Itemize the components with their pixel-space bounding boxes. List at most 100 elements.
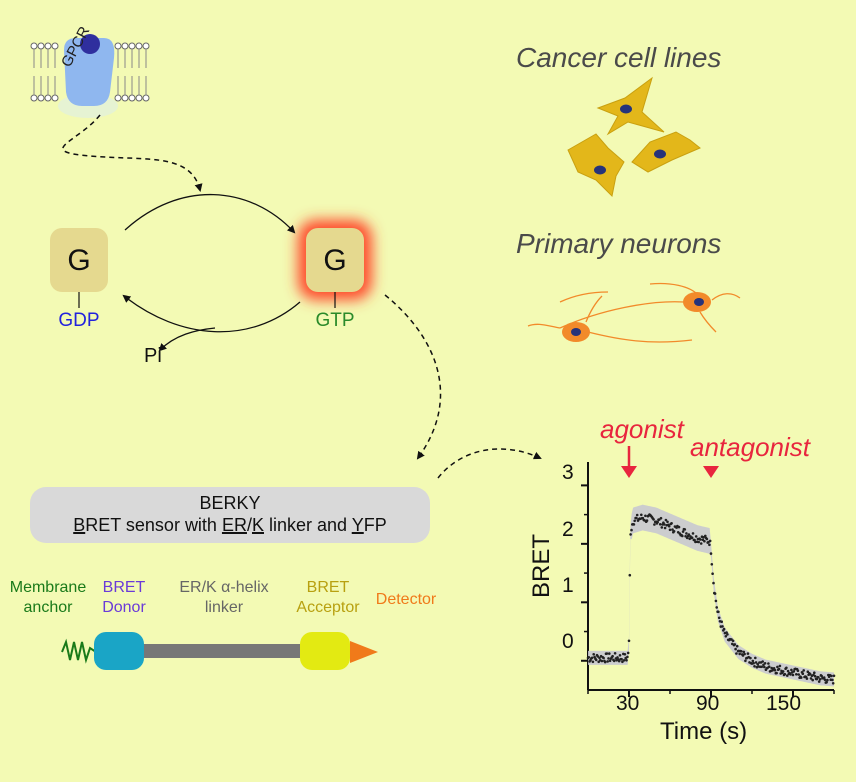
detector-label: Detector (375, 591, 437, 608)
bret-donor-shape (94, 632, 144, 670)
data-point (754, 661, 758, 664)
cancer-cell-icon (631, 131, 701, 173)
data-point (796, 669, 800, 672)
primary-neurons-title: Primary neurons (516, 228, 722, 259)
data-point (767, 662, 770, 665)
activation-arrow (124, 193, 296, 234)
data-point (623, 653, 627, 656)
data-point (775, 671, 778, 675)
data-point (826, 678, 829, 682)
gpcr-icon (64, 38, 115, 106)
data-point (756, 663, 759, 666)
data-point (616, 656, 619, 659)
data-point (608, 652, 611, 655)
data-point (709, 552, 713, 555)
data-point (635, 516, 638, 520)
data-point (790, 668, 793, 672)
data-point (792, 670, 796, 673)
membrane-anchor-icon (61, 638, 97, 664)
data-point (681, 530, 685, 533)
data-point (653, 523, 656, 526)
data-point (703, 539, 706, 543)
data-point (832, 674, 836, 678)
pi-release-arrow (158, 327, 216, 352)
data-point (658, 523, 662, 526)
x-tick-label: 30 (616, 692, 640, 715)
data-point (600, 659, 604, 663)
berky-title: BERKY (199, 493, 261, 513)
cancer-cell-lines-title: Cancer cell lines (516, 42, 722, 73)
gtp-label: GTP (315, 310, 355, 331)
y-tick-label: 1 (562, 574, 574, 597)
data-point (672, 530, 676, 533)
data-point (708, 543, 711, 547)
data-point (712, 581, 715, 585)
data-point (704, 534, 707, 538)
data-point (749, 656, 752, 660)
data-point (708, 539, 712, 543)
data-point (778, 664, 782, 668)
data-point (791, 673, 795, 677)
data-point (722, 627, 726, 631)
y-tick-label: 3 (562, 461, 574, 484)
data-point (627, 639, 631, 643)
data-point (767, 665, 771, 668)
data-point (590, 656, 594, 660)
data-point (629, 533, 632, 536)
hydrolysis-arrow (122, 294, 301, 333)
data-point (724, 635, 728, 638)
data-point (746, 652, 750, 655)
data-point (785, 666, 788, 670)
g-protein-gtp-shape (306, 228, 364, 292)
data-point (776, 665, 779, 669)
data-point (809, 677, 813, 680)
data-point (773, 668, 777, 672)
data-point (608, 659, 612, 663)
data-point (699, 542, 703, 545)
data-point (666, 520, 669, 524)
data-point (592, 653, 595, 656)
data-point (742, 650, 746, 654)
data-point (813, 671, 816, 674)
error-band (588, 504, 834, 687)
data-point (664, 518, 668, 522)
x-tick-label: 90 (696, 692, 720, 715)
data-point (598, 656, 601, 660)
data-point (644, 514, 647, 518)
antagonist-annotation: antagonist (690, 432, 810, 462)
data-point (663, 526, 667, 530)
x-axis-title: Time (s) (660, 718, 748, 745)
data-point (587, 656, 591, 659)
data-point (697, 540, 700, 544)
data-point (632, 523, 636, 526)
data-point (645, 519, 649, 522)
data-point (797, 673, 800, 676)
data-point (659, 516, 663, 520)
data-point (799, 676, 803, 679)
data-point (761, 660, 764, 663)
data-point (811, 678, 814, 682)
bret-chart (581, 446, 836, 697)
data-point (691, 532, 695, 535)
data-point (820, 674, 823, 678)
y-axis-title: BRET (528, 533, 555, 598)
x-tick-label: 150 (766, 692, 802, 715)
data-point (605, 652, 609, 655)
data-point (714, 599, 718, 603)
data-point (813, 674, 817, 678)
data-point (744, 659, 747, 663)
data-point (626, 651, 630, 655)
data-point (635, 513, 639, 517)
berky-subtitle: BRET sensor with ER/K linker and YFP (73, 515, 387, 535)
membrane-icon (30, 42, 150, 102)
data-point (625, 659, 628, 662)
data-point (699, 538, 702, 541)
data-point (594, 658, 598, 662)
data-point (738, 652, 741, 656)
y-tick-label: 2 (562, 518, 574, 541)
